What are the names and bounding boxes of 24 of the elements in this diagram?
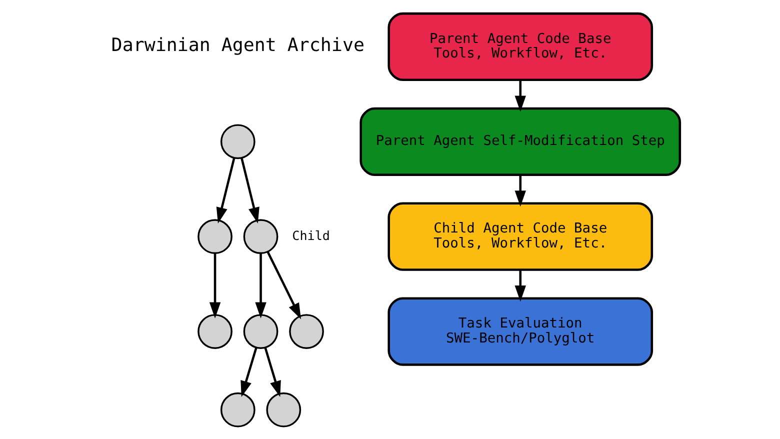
node-label: Child xyxy=(292,227,330,242)
arrow xyxy=(240,157,260,223)
node-box: Parent Agent Self-Modification Step xyxy=(360,106,682,176)
node-box: Parent Agent Code Base Tools, Workflow, Etc. xyxy=(388,12,654,81)
arrow xyxy=(264,346,281,397)
node-circle xyxy=(289,314,324,348)
node-box: Child Agent Code Base Tools, Workflow, Etc. xyxy=(388,202,654,270)
node-box: Task Evaluation SWE-Bench/Polyglot xyxy=(388,296,654,366)
arrow xyxy=(209,252,221,318)
node-circle xyxy=(220,392,256,427)
node-circle xyxy=(243,218,278,254)
arrow xyxy=(514,80,526,112)
node-circle xyxy=(198,314,232,348)
arrow xyxy=(266,250,302,319)
arrow xyxy=(255,252,266,318)
arrow xyxy=(216,157,236,223)
arrow xyxy=(240,346,258,397)
node-circle xyxy=(266,392,302,427)
arrow xyxy=(514,270,526,302)
node-circle xyxy=(198,218,232,254)
arrow xyxy=(514,174,526,206)
node-circle xyxy=(220,124,256,159)
label: Darwinian Agent Archive xyxy=(111,34,364,56)
node-circle xyxy=(243,314,278,348)
